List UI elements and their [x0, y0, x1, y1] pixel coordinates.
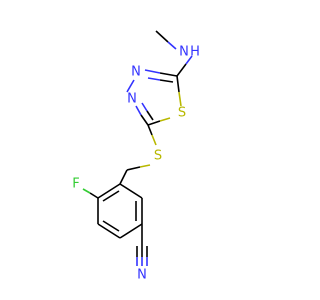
- bond-ringc2-ringS-s-half: [159, 117, 171, 122]
- bond-ringc2-thioS-s-half: [151, 134, 157, 146]
- bond-ringc-ntop-n-half: [144, 69, 161, 74]
- bond-methyl-nh-n-half: [167, 41, 177, 50]
- atom-ring-s: S: [178, 106, 186, 121]
- bond-thioS-ch2: [126, 166, 141, 171]
- bond-benz-c1-c2-double: [102, 190, 120, 202]
- bond-benz-c4-c5: [119, 223, 143, 239]
- bond-nbottom-ringc2-n-half: [135, 105, 142, 116]
- bond-nh-ringc: [176, 63, 187, 77]
- atom-thioether-s: S: [154, 149, 162, 164]
- atom-nh-n: N: [179, 45, 189, 60]
- atom-ring-n-top: N: [131, 65, 141, 80]
- bond-ringS-ringc: [176, 75, 180, 93]
- molecule-structure-diagram: N H N N S S F N: [72, 30, 200, 283]
- bond-c2-f: [89, 192, 99, 199]
- bond-benz-c6-c1: [119, 183, 143, 199]
- atom-nitrile-n: N: [137, 268, 147, 283]
- bond-nbottom-ringc2-double: [146, 110, 154, 121]
- bond-c2-f-f-half: [82, 188, 91, 194]
- bond-ringS-ringc-s-half: [178, 91, 182, 107]
- bond-ntop-nbottom: [126, 79, 135, 93]
- bond-benz-c3-c4-double: [102, 220, 120, 232]
- atom-fluorine: F: [72, 177, 79, 192]
- atom-ring-n-bottom: N: [127, 92, 137, 107]
- bond-ringc2-thioS: [147, 124, 153, 136]
- atom-nh-h: H: [190, 45, 200, 60]
- bond-nh-ringc-n-half: [185, 55, 193, 65]
- bond-ringc2-ringS: [147, 120, 161, 126]
- bond-ch2-ring: [119, 169, 128, 185]
- bond-ringc-ntop: [159, 72, 178, 77]
- bond-nbottom-ringc2-double-n-half: [141, 102, 148, 112]
- bond-thioS-ch2-s-half: [139, 164, 151, 168]
- bond-benz-c3-c4: [97, 223, 121, 239]
- bond-methyl-nh: [155, 30, 169, 43]
- bond-ringc-ntop-double: [159, 79, 174, 83]
- bond-ringc-ntop-double-n-half: [147, 77, 161, 81]
- bond-benz-c1-c2: [97, 183, 121, 199]
- bond-nbottom-ringc2: [140, 114, 149, 126]
